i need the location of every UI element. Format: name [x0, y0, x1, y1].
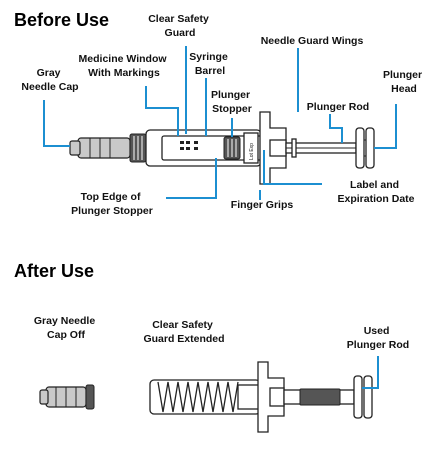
- before-labels: Clear Safety Guard Needle Guard Wings Me…: [21, 13, 425, 217]
- finger-grips: [269, 139, 287, 157]
- label-medicine-window: Medicine Window With Markings: [79, 53, 170, 79]
- label-syringe-barrel: Syringe Barrel: [189, 51, 230, 77]
- label-plunger-stopper: Plunger Stopper: [211, 89, 253, 115]
- lot-exp-text: Lot Exp: [249, 143, 255, 160]
- label-expiration: Label and Expiration Date: [337, 179, 414, 205]
- medicine-window: [180, 141, 198, 150]
- label-plunger-rod: Plunger Rod: [307, 101, 369, 113]
- plunger-head: [355, 127, 375, 169]
- label-plunger-head: Plunger Head: [383, 69, 425, 95]
- before-syringe: Lot Exp: [69, 111, 375, 185]
- before-use-heading: Before Use: [14, 10, 109, 30]
- gray-needle-cap: [69, 137, 131, 159]
- after-leader-lines: [362, 356, 379, 389]
- label-clear-safety-guard: Clear Safety Guard: [148, 13, 212, 39]
- label-gray-needle-cap: Gray Needle Cap: [21, 67, 78, 93]
- label-used-plunger-rod: Used Plunger Rod: [347, 325, 409, 351]
- removed-needle-cap: [39, 384, 95, 410]
- syringe-label: [243, 132, 259, 164]
- label-clear-safety-guard-extended: Clear Safety Guard Extended: [143, 319, 224, 345]
- label-finger-grips: Finger Grips: [231, 199, 294, 211]
- before-leader-lines: [43, 46, 397, 200]
- after-finger-grips: [269, 387, 285, 407]
- label-gray-needle-cap-off: Gray Needle Cap Off: [34, 315, 98, 341]
- after-labels: Gray Needle Cap Off Clear Safety Guard E…: [34, 315, 409, 351]
- label-top-edge-stopper: Top Edge of Plunger Stopper: [71, 191, 153, 217]
- after-use-heading: After Use: [14, 261, 94, 281]
- extended-safety-guard: [149, 379, 261, 415]
- used-plunger-rod: [283, 375, 373, 419]
- label-needle-guard-wings: Needle Guard Wings: [261, 35, 364, 47]
